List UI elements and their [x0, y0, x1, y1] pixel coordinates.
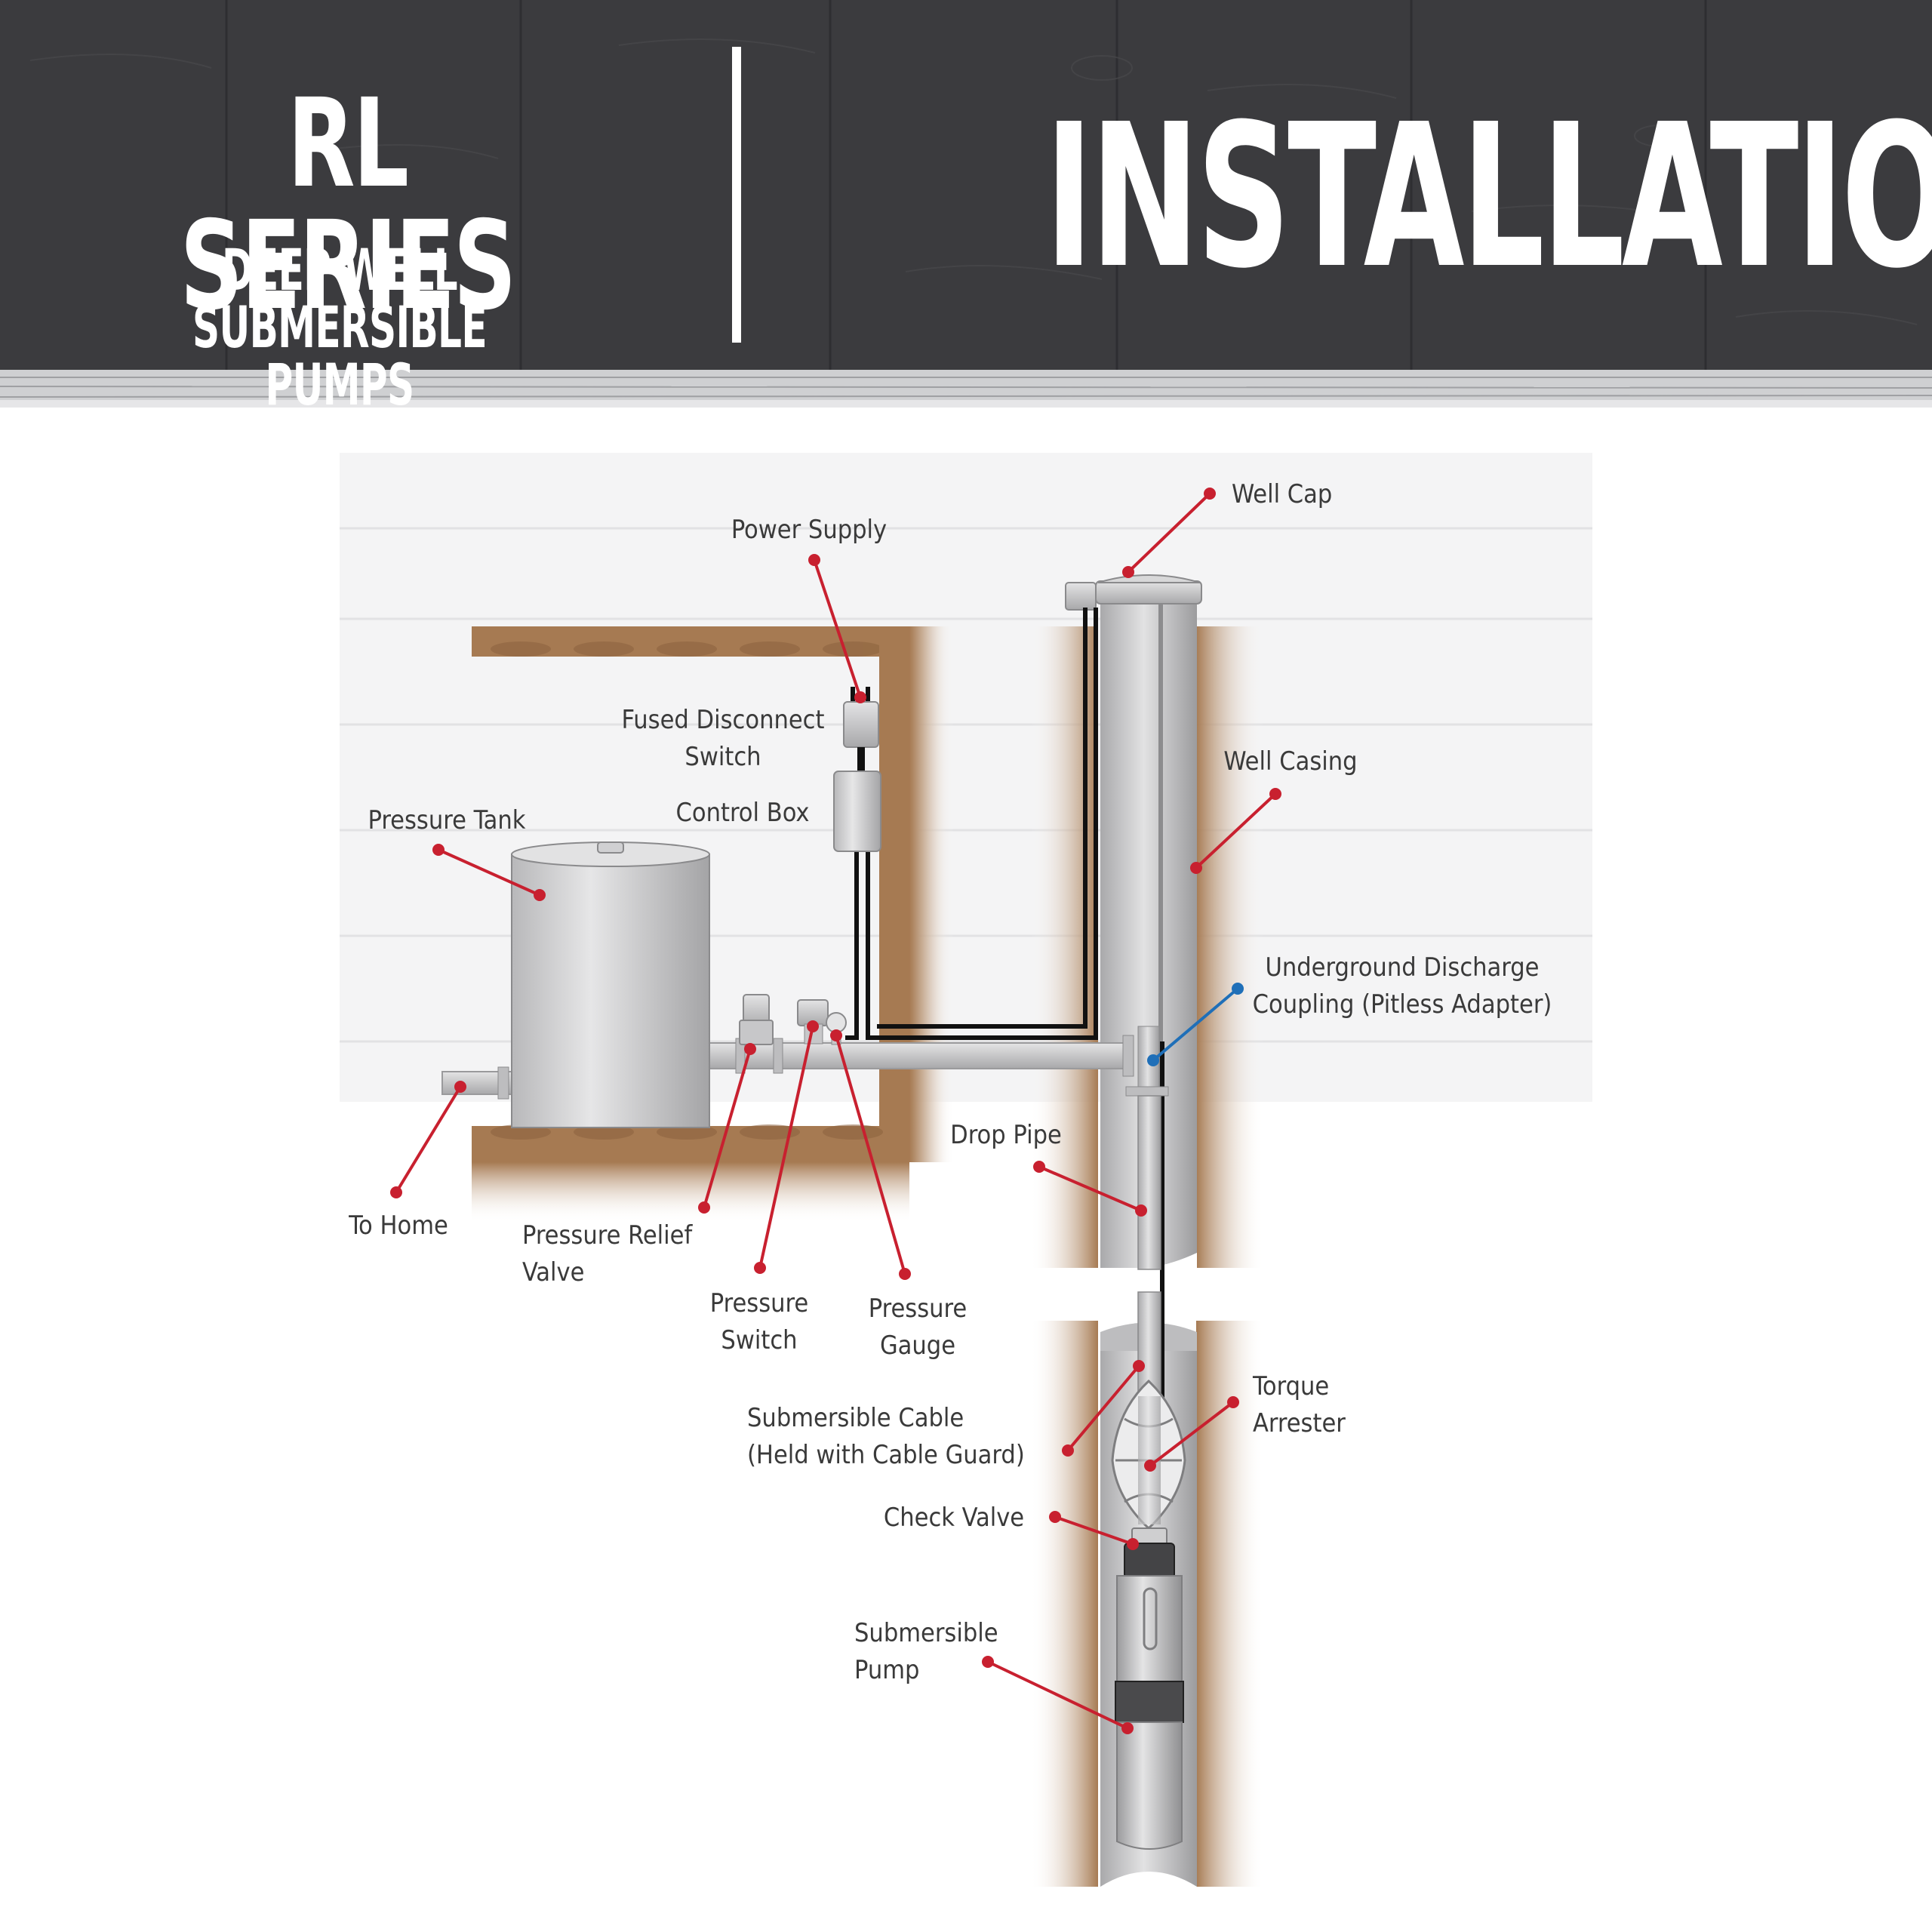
well-cap	[1065, 574, 1202, 611]
label-cable-1: Submersible Cable	[747, 1403, 964, 1433]
pressure-relief-valve	[739, 994, 774, 1045]
callout-lines	[395, 492, 1277, 1730]
label-pump-1: Submersible	[854, 1618, 998, 1648]
label-fused-disconnect-1: Fused Disconnect	[622, 705, 825, 735]
check-valve	[1124, 1527, 1175, 1579]
to-home-outlet	[441, 1066, 515, 1100]
label-gauge-2: Gauge	[880, 1331, 955, 1361]
callout-dots	[390, 488, 1281, 1734]
label-check-valve: Check Valve	[884, 1503, 1024, 1533]
label-gauge-1: Pressure	[869, 1294, 967, 1324]
series-title: RL SERIES	[180, 73, 516, 337]
control-box	[833, 771, 881, 852]
header-divider	[732, 47, 741, 343]
label-relief-2: Valve	[522, 1257, 584, 1287]
horizontal-pipe	[709, 1026, 1169, 1097]
installation-diagram: Well Cap Power Supply Fused Disconnect S…	[340, 453, 1592, 1887]
label-power-supply: Power Supply	[731, 515, 887, 545]
label-discharge-1: Underground Discharge	[1265, 952, 1539, 983]
label-discharge-2: Coupling (Pitless Adapter)	[1253, 989, 1552, 1020]
label-pump-2: Pump	[854, 1655, 919, 1685]
submersible-pump	[1115, 1575, 1184, 1850]
label-switch-2: Switch	[721, 1325, 797, 1355]
header-banner: RL SERIES DEEP WELL SUBMERSIBLE PUMPS IN…	[0, 0, 1932, 408]
series-subtitle: DEEP WELL SUBMERSIBLE PUMPS	[192, 236, 488, 408]
pressure-tank	[511, 841, 710, 1128]
basement-walls	[472, 626, 955, 1223]
label-well-casing: Well Casing	[1223, 746, 1357, 777]
callout-pitless	[1147, 983, 1244, 1066]
label-fused-disconnect-2: Switch	[685, 742, 761, 772]
label-pressure-tank: Pressure Tank	[368, 805, 525, 835]
label-drop-pipe: Drop Pipe	[950, 1120, 1062, 1150]
labels: Well Cap Power Supply Fused Disconnect S…	[348, 479, 1552, 1685]
label-torque-2: Arrester	[1253, 1408, 1346, 1438]
label-relief-1: Pressure Relief	[522, 1220, 693, 1251]
label-torque-1: Torque	[1252, 1371, 1329, 1401]
label-cable-2: (Held with Cable Guard)	[747, 1440, 1025, 1470]
label-switch-1: Pressure	[710, 1288, 808, 1318]
label-well-cap: Well Cap	[1232, 479, 1332, 509]
installation-title: INSTALLATION	[1044, 82, 1932, 312]
label-control-box: Control Box	[676, 798, 810, 828]
label-to-home: To Home	[348, 1211, 448, 1241]
wood-texture	[0, 0, 1932, 408]
torque-arrester	[1111, 1379, 1186, 1531]
background-texture	[340, 453, 1592, 1102]
